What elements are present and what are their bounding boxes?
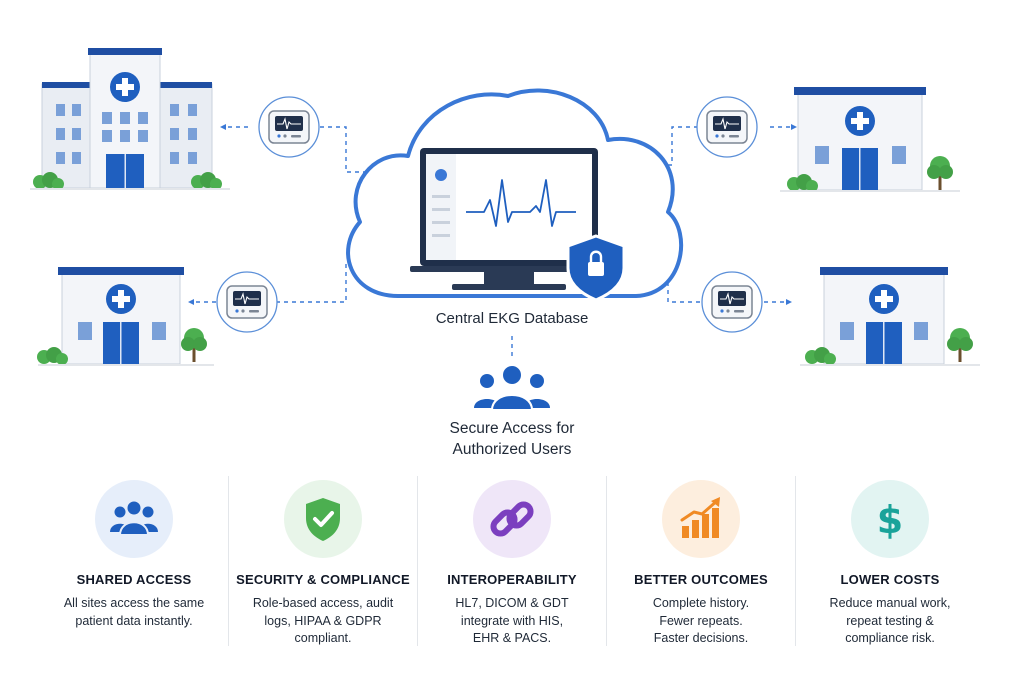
link-icon bbox=[473, 480, 551, 558]
ekg-device-icon-top-right bbox=[696, 96, 758, 158]
growth-chart-icon bbox=[662, 480, 740, 558]
users-icon bbox=[95, 480, 173, 558]
ekg-device-icon-top-left bbox=[258, 96, 320, 158]
feature-title: SHARED ACCESS bbox=[76, 572, 192, 587]
feature-security-compliance: SECURITY & COMPLIANCE Role-based access,… bbox=[228, 476, 417, 646]
feature-shared-access: SHARED ACCESS All sites access the same … bbox=[40, 476, 228, 646]
feature-interoperability: INTEROPERABILITY HL7, DICOM & GDT integr… bbox=[417, 476, 606, 646]
feature-row: SHARED ACCESS All sites access the same … bbox=[40, 476, 984, 646]
feature-description: Complete history. Fewer repeats. Faster … bbox=[652, 596, 750, 645]
shield-check-icon bbox=[284, 480, 362, 558]
dollar-icon: $ bbox=[851, 480, 929, 558]
hospital-large-top-left bbox=[30, 48, 230, 190]
feature-title: LOWER COSTS bbox=[840, 572, 940, 587]
svg-text:$: $ bbox=[877, 498, 903, 542]
feature-better-outcomes: BETTER OUTCOMES Complete history. Fewer … bbox=[606, 476, 795, 646]
ekg-device-icon-bottom-left bbox=[216, 271, 278, 333]
hospital-top-right bbox=[780, 87, 960, 192]
feature-description: Role-based access, audit logs, HIPAA & G… bbox=[252, 596, 394, 645]
ekg-device-icon-bottom-right bbox=[701, 271, 763, 333]
monitor-icon bbox=[410, 148, 608, 290]
feature-lower-costs: $ LOWER COSTS Reduce manual work, repeat… bbox=[795, 476, 984, 646]
users-group-icon bbox=[474, 364, 550, 411]
feature-title: BETTER OUTCOMES bbox=[634, 572, 768, 587]
feature-description: HL7, DICOM & GDT integrate with HIS, EHR… bbox=[455, 596, 569, 645]
central-database-label: Central EKG Database bbox=[435, 310, 589, 327]
feature-title: INTEROPERABILITY bbox=[447, 572, 577, 587]
secure-access-label: Secure Access for Authorized Users bbox=[412, 418, 612, 460]
secure-access-line-2: Authorized Users bbox=[452, 441, 572, 458]
lock-shield-icon bbox=[566, 234, 626, 302]
feature-description: Reduce manual work, repeat testing & com… bbox=[829, 596, 951, 645]
feature-description: All sites access the same patient data i… bbox=[63, 596, 205, 628]
hospital-bottom-right bbox=[800, 267, 980, 366]
secure-access-line-1: Secure Access for bbox=[449, 420, 575, 437]
hospital-bottom-left bbox=[37, 267, 214, 366]
feature-title: SECURITY & COMPLIANCE bbox=[236, 572, 410, 587]
